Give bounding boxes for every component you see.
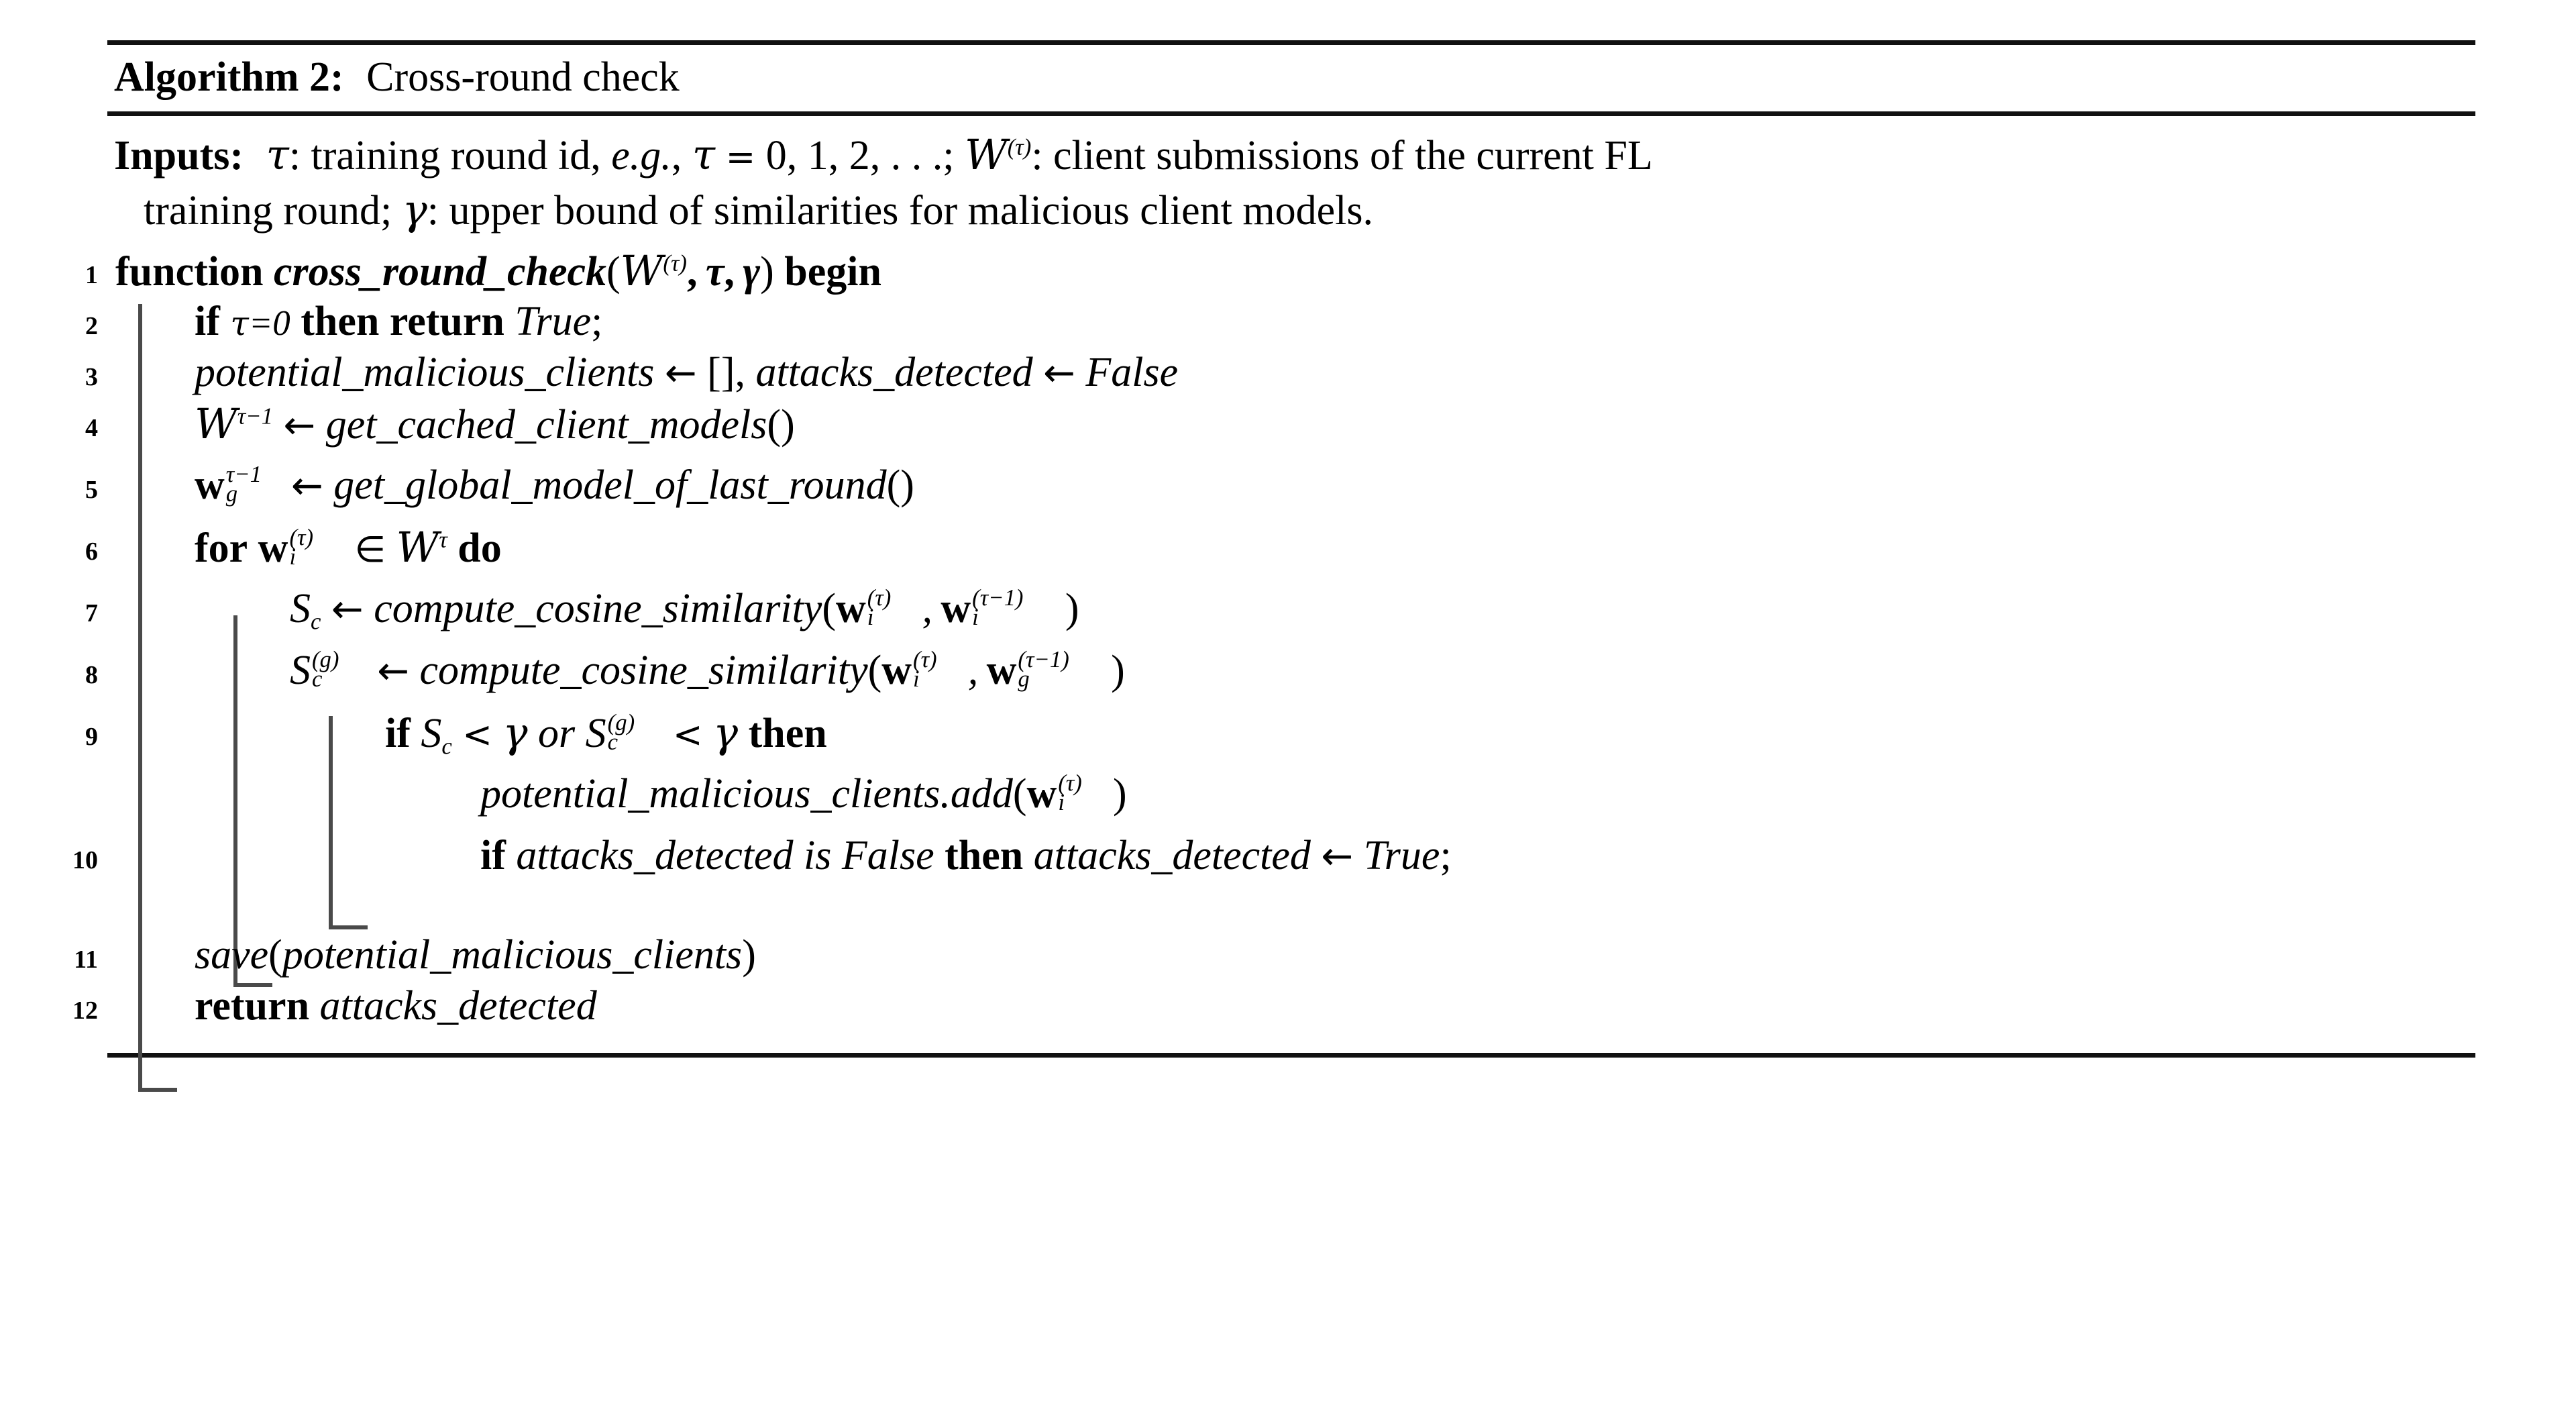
algorithm-step-1: 1 function cross_round_check(W(τ), τ, γ)…	[85, 246, 2475, 297]
algorithm-caption-label: Algorithm 2:	[114, 54, 344, 100]
algorithm-step-11: 11 save(potential_malicious_clients)	[74, 931, 2475, 982]
step-code: if τ=0 then return True;	[195, 298, 603, 344]
line-number: 9	[85, 722, 98, 751]
algorithm-step-10: 10 if attacks_detected is False then att…	[72, 831, 2475, 882]
line-number: 12	[72, 996, 98, 1025]
line-number: 2	[85, 311, 98, 340]
inputs-label: Inputs:	[114, 133, 244, 179]
inputs-line2: training round; γ: upper bound of simila…	[144, 185, 1374, 235]
step-code: for w(τ)i ∈ Wτ do	[195, 522, 502, 572]
step-code: potential_malicious_clients ← [], attack…	[195, 349, 1179, 395]
line-number: 5	[85, 475, 98, 504]
algorithm-step-7: 7 Sc ← compute_cosine_similarity(w(τ)i, …	[85, 584, 2475, 646]
line-number	[34, 770, 98, 784]
algorithm-block: Algorithm 2: Cross-round check Inputs: τ…	[72, 40, 2475, 1092]
line-number: 8	[85, 660, 98, 689]
inputs-line1-a: τ: training round id, e.g., τ = 0, 1, 2,…	[266, 130, 1653, 180]
step-code: function cross_round_check(W(τ), τ, γ) b…	[115, 246, 882, 295]
algorithm-step-4: 4 Wτ−1 ← get_cached_client_models()	[85, 399, 2475, 461]
rule-bottom	[107, 1052, 2475, 1058]
algorithm-step-9: 9 if Sc < γ or S(g)c < γ then	[85, 707, 2475, 770]
line-number: 1	[85, 260, 98, 289]
algorithm-step-6: 6 for w(τ)i ∈ Wτ do	[85, 522, 2475, 584]
inputs-block: Inputs: τ: training round id, e.g., τ = …	[107, 116, 2475, 242]
algorithm-step-3: 3 potential_malicious_clients ← [], atta…	[85, 348, 2475, 399]
line-number: 11	[74, 945, 98, 974]
step-code: if attacks_detected is False then attack…	[480, 832, 1452, 878]
algorithm-steps: 1 function cross_round_check(W(τ), τ, γ)…	[72, 246, 2475, 1092]
algorithm-step-8: 8 S(g)c ← compute_cosine_similarity(w(τ)…	[85, 646, 2475, 708]
line-number: 4	[85, 413, 98, 442]
step-code: return attacks_detected	[195, 982, 597, 1029]
rule-top	[107, 40, 2475, 45]
algorithm-caption: Algorithm 2: Cross-round check	[107, 45, 2475, 111]
line-number: 6	[85, 537, 98, 566]
line-number: 3	[85, 362, 98, 391]
line-number: 7	[85, 599, 98, 627]
algorithm-caption-title: Cross-round check	[366, 54, 680, 100]
step-code: if Sc < γ or S(g)c < γ then	[385, 707, 827, 760]
algorithm-step-12: 12 return attacks_detected	[72, 982, 2475, 1033]
line-number: 10	[72, 846, 98, 874]
step-code: save(potential_malicious_clients)	[195, 931, 756, 978]
rule-mid	[107, 111, 2475, 117]
algorithm-step-add: potential_malicious_clients.add(w(τ)i)	[107, 770, 2475, 831]
step-code: Sc ← compute_cosine_similarity(w(τ)i, w(…	[290, 584, 1079, 635]
algorithm-step-2: 2 if τ=0 then return True;	[85, 297, 2475, 348]
step-code: potential_malicious_clients.add(w(τ)i)	[480, 770, 1127, 817]
step-code: S(g)c ← compute_cosine_similarity(w(τ)i,…	[290, 646, 1125, 693]
step-code: Wτ−1 ← get_cached_client_models()	[195, 399, 795, 448]
